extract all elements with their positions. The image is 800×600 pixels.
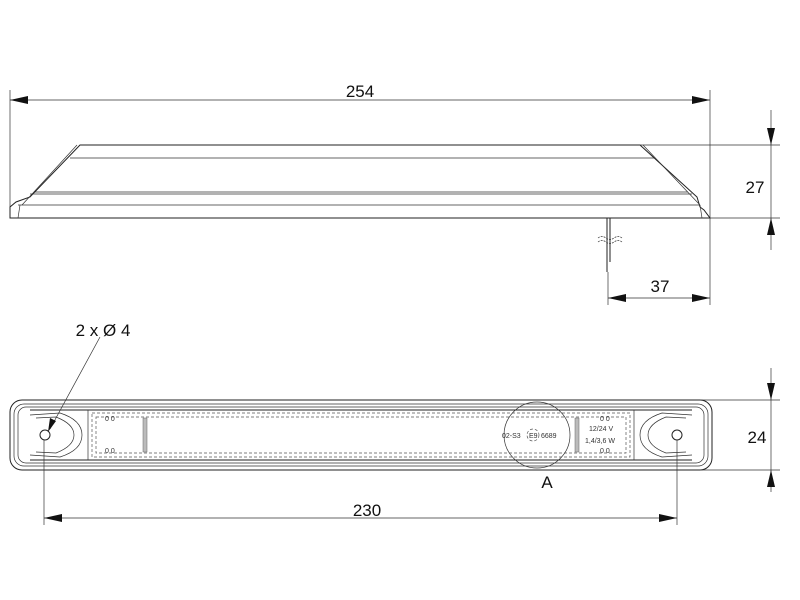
marking-code-right: 6689 (541, 433, 557, 440)
dimension-hole-spacing: 230 (43, 440, 678, 525)
dimension-37-label: 37 (651, 277, 670, 296)
dimension-width: 24 (700, 368, 780, 492)
dimension-24-label: 24 (748, 428, 767, 447)
svg-text:0 0: 0 0 (105, 416, 115, 423)
cable (597, 218, 623, 272)
mounting-hole-right (639, 412, 693, 458)
marking-power: 1,4/3,6 W (585, 438, 615, 445)
side-profile-view (9, 144, 711, 272)
svg-text:0 0: 0 0 (105, 448, 115, 455)
svg-text:0 0: 0 0 (600, 416, 610, 423)
holes-label: 2 x Ø 4 (76, 321, 131, 340)
detail-circle-a (503, 401, 571, 469)
holes-callout: 2 x Ø 4 (48, 321, 130, 432)
dimension-cable-offset: 37 (607, 218, 711, 305)
dimension-230-label: 230 (353, 501, 381, 520)
marking-voltage: 12/24 V (589, 426, 613, 433)
svg-text:0 0: 0 0 (600, 448, 610, 455)
bottom-view: 0 0 0 0 0 0 0 0 02-S3 E9 6689 12/24 V 1,4/… (9, 399, 713, 492)
dimension-overall-length: 254 (9, 82, 711, 218)
dimension-height: 27 (640, 110, 780, 250)
marking-code-left: 02-S3 (502, 433, 521, 440)
dimension-254-label: 254 (346, 82, 374, 101)
detail-label: A (541, 473, 553, 492)
product-marking: 02-S3 E9 6689 12/24 V 1,4/3,6 W (502, 426, 615, 445)
mounting-hole-left (29, 412, 83, 458)
approval-mark: E9 (529, 433, 538, 440)
dimension-27-label: 27 (746, 178, 765, 197)
